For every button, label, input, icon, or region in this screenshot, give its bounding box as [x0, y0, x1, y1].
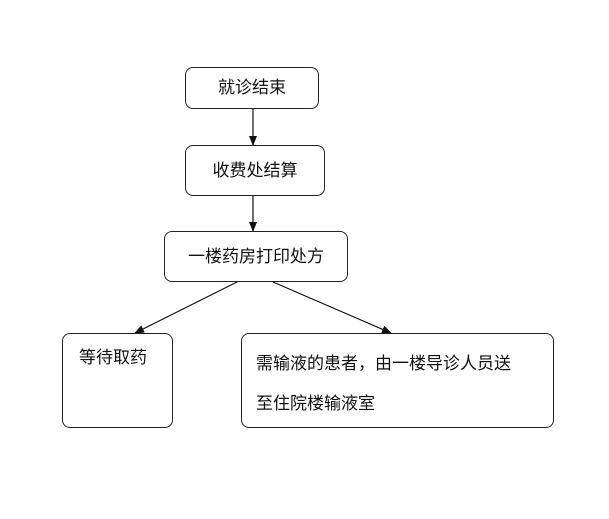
node-wait: 等待取药 — [62, 333, 173, 428]
arrow-pharmacy-to-infusion — [272, 281, 392, 334]
node-infusion-line-1: 需输液的患者，由一楼导诊人员送 — [256, 354, 511, 374]
arrow-pharmacy-to-wait — [134, 281, 238, 334]
node-billing-label: 收费处结算 — [212, 160, 298, 181]
node-visit-end: 就诊结束 — [185, 67, 319, 109]
node-billing: 收费处结算 — [185, 145, 325, 196]
node-visit-end-label: 就诊结束 — [218, 78, 286, 98]
node-pharmacy: 一楼药房打印处方 — [164, 231, 348, 282]
node-infusion-line-2: 至住院楼输液室 — [256, 394, 375, 414]
node-wait-label: 等待取药 — [79, 348, 147, 368]
node-infusion: 需输液的患者，由一楼导诊人员送 至住院楼输液室 — [241, 333, 554, 428]
node-pharmacy-label: 一楼药房打印处方 — [188, 246, 324, 267]
